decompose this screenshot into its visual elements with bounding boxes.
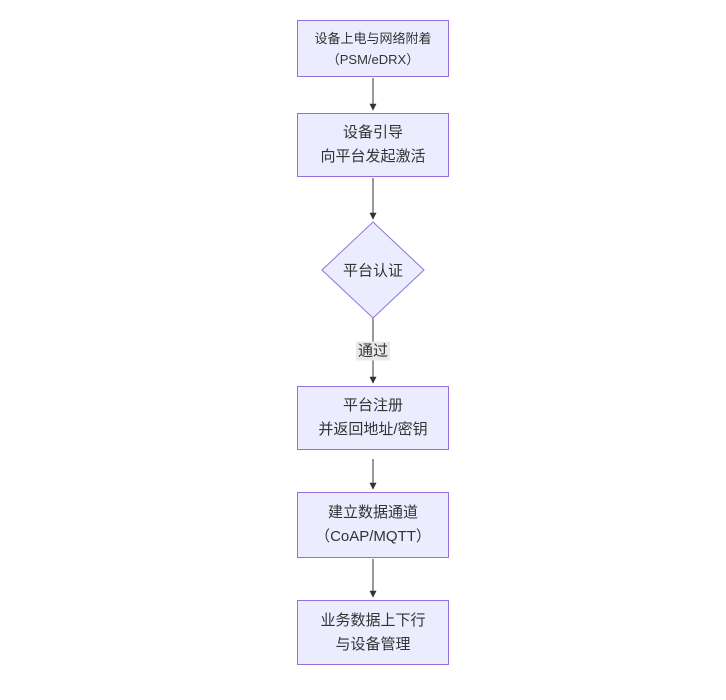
node-label-line: 设备引导 (342, 124, 403, 141)
decision-platform-auth-shape (321, 221, 425, 319)
node-data-channel: 建立数据通道 （CoAP/MQTT） (297, 492, 449, 558)
node-device-power-attach: 设备上电与网络附着 （PSM/eDRX） (297, 20, 449, 77)
node-label-line: 向平台发起激活 (320, 148, 426, 165)
node-platform-register: 平台注册 并返回地址/密钥 (297, 386, 449, 450)
node-label-line: 并返回地址/密钥 (318, 421, 428, 438)
node-label-line: 平台注册 (342, 397, 403, 414)
edge-label-pass: 通过 (355, 341, 391, 361)
node-label-line: （CoAP/MQTT） (315, 528, 431, 545)
node-label-line: （PSM/eDRX） (326, 51, 420, 67)
node-label-line: 业务数据上下行 (320, 611, 426, 629)
node-label-line: 建立数据通道 (327, 504, 418, 521)
node-label-line: 与设备管理 (335, 635, 411, 653)
node-label-line: 设备上电与网络附着 (314, 30, 432, 46)
decision-platform-auth-label: 平台认证 (342, 262, 404, 280)
node-business-data: 业务数据上下行 与设备管理 (297, 600, 449, 665)
node-device-bootstrap: 设备引导 向平台发起激活 (297, 113, 449, 177)
